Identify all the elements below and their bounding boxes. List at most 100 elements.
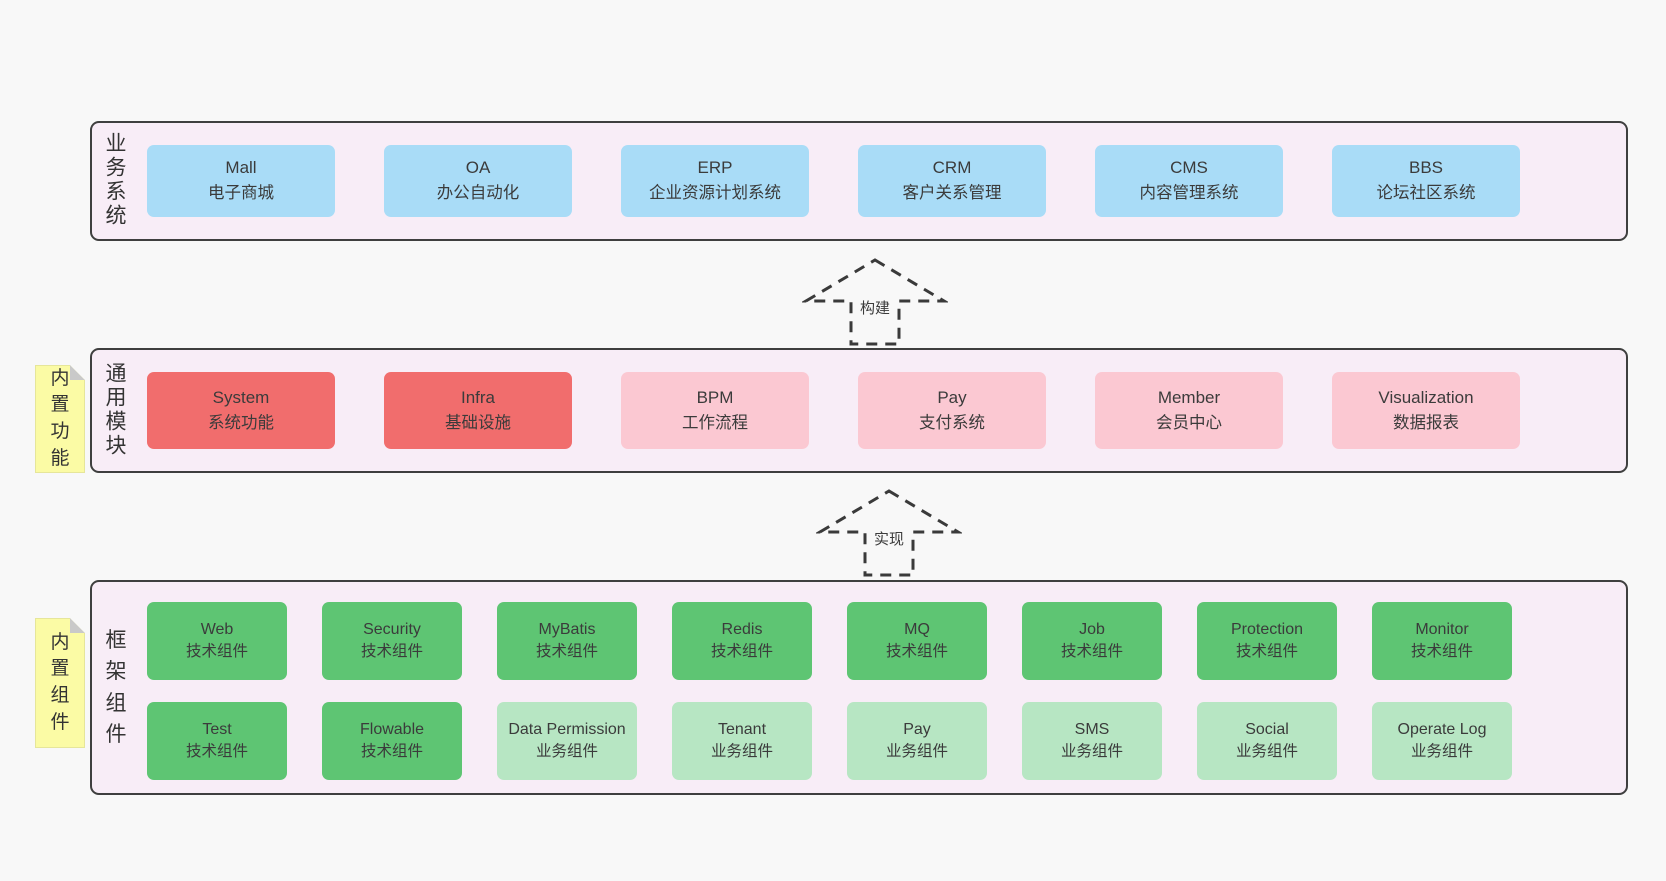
box-desc: 业务组件 <box>535 743 598 761</box>
box-visualization: Visualization 数据报表 <box>1332 372 1520 449</box>
box-desc: 技术组件 <box>360 743 423 761</box>
band-framework-components: 框架组件 Web 技术组件 Security 技术组件 MyBatis 技术组件… <box>90 580 1628 795</box>
box-desc: 基础设施 <box>445 413 511 432</box>
box-pay-component: Pay 业务组件 <box>847 702 987 780</box>
box-bpm: BPM 工作流程 <box>621 372 809 449</box>
note-corner-cut <box>70 618 85 633</box>
box-name: Redis <box>721 621 763 639</box>
box-flowable: Flowable 技术组件 <box>322 702 462 780</box>
box-erp: ERP 企业资源计划系统 <box>621 145 809 217</box>
box-desc: 客户关系管理 <box>902 184 1002 203</box>
box-name: MyBatis <box>538 621 596 639</box>
box-desc: 企业资源计划系统 <box>649 184 781 203</box>
box-desc: 办公自动化 <box>436 184 520 203</box>
box-name: Flowable <box>359 721 425 739</box>
note-corner-cut <box>70 365 85 380</box>
box-desc: 支付系统 <box>919 413 985 432</box>
box-test: Test 技术组件 <box>147 702 287 780</box>
sticky-note-built-in-components: 内置组件 <box>35 618 85 748</box>
box-web: Web 技术组件 <box>147 602 287 680</box>
box-name: BPM <box>696 387 734 407</box>
box-infra: Infra 基础设施 <box>384 372 572 449</box>
sticky-note-built-in-features: 内置功能 <box>35 365 85 473</box>
box-redis: Redis 技术组件 <box>672 602 812 680</box>
box-cms: CMS 内容管理系统 <box>1095 145 1283 217</box>
box-name: System <box>212 387 270 407</box>
box-desc: 技术组件 <box>1235 643 1298 661</box>
framework-components-rows: Web 技术组件 Security 技术组件 MyBatis 技术组件 Redi… <box>92 582 1626 780</box>
box-bbs: BBS 论坛社区系统 <box>1332 145 1520 217</box>
box-name: OA <box>465 158 491 178</box>
box-desc: 技术组件 <box>1410 643 1473 661</box>
note-text: 内置组件 <box>50 631 70 733</box>
box-desc: 业务组件 <box>885 743 948 761</box>
box-name: MQ <box>904 621 930 639</box>
box-social: Social 业务组件 <box>1197 702 1337 780</box>
box-desc: 技术组件 <box>185 743 248 761</box>
box-data-permission: Data Permission 业务组件 <box>497 702 637 780</box>
business-systems-box-row: Mall 电子商城 OA 办公自动化 ERP 企业资源计划系统 CRM 客户关系… <box>92 123 1626 239</box>
box-desc: 技术组件 <box>710 643 773 661</box>
box-desc: 技术组件 <box>360 643 423 661</box>
box-mybatis: MyBatis 技术组件 <box>497 602 637 680</box>
box-sms: SMS 业务组件 <box>1022 702 1162 780</box>
box-name: Pay <box>903 721 931 739</box>
arrow-label-build: 构建 <box>855 296 895 319</box>
dashed-up-arrow-icon <box>816 489 962 577</box>
box-name: Infra <box>460 387 496 407</box>
band-label-common-modules: 通用模块 <box>105 362 127 458</box>
box-mq: MQ 技术组件 <box>847 602 987 680</box>
box-desc: 技术组件 <box>535 643 598 661</box>
box-mall: Mall 电子商城 <box>147 145 335 217</box>
up-arrow-build: 构建 <box>802 256 948 348</box>
box-name: Monitor <box>1415 621 1469 639</box>
box-name: CMS <box>1170 158 1208 178</box>
band-business-systems: 业务系统 Mall 电子商城 OA 办公自动化 ERP 企业资源计划系统 CRM… <box>90 121 1628 241</box>
box-name: Mall <box>225 158 257 178</box>
band-common-modules: 通用模块 System 系统功能 Infra 基础设施 BPM 工作流程 Pay… <box>90 348 1628 473</box>
box-desc: 数据报表 <box>1393 413 1459 432</box>
box-desc: 系统功能 <box>208 413 274 432</box>
band-label-business-systems: 业务系统 <box>105 132 127 229</box>
box-name: Operate Log <box>1397 721 1487 739</box>
band-label-framework-components: 框架组件 <box>105 628 127 747</box>
box-name: Member <box>1157 387 1221 407</box>
box-security: Security 技术组件 <box>322 602 462 680</box>
box-name: Security <box>363 621 421 639</box>
box-desc: 内容管理系统 <box>1139 184 1239 203</box>
box-monitor: Monitor 技术组件 <box>1372 602 1512 680</box>
note-text: 内置功能 <box>50 367 70 469</box>
box-name: Social <box>1245 721 1289 739</box>
box-name: Tenant <box>717 721 767 739</box>
box-desc: 技术组件 <box>185 643 248 661</box>
box-name: Job <box>1079 621 1105 639</box>
box-member: Member 会员中心 <box>1095 372 1283 449</box>
box-desc: 会员中心 <box>1156 413 1222 432</box>
tech-components-row: Web 技术组件 Security 技术组件 MyBatis 技术组件 Redi… <box>92 602 1626 680</box>
biz-components-row: Test 技术组件 Flowable 技术组件 Data Permission … <box>92 702 1626 780</box>
box-tenant: Tenant 业务组件 <box>672 702 812 780</box>
box-desc: 业务组件 <box>1410 743 1473 761</box>
box-name: Data Permission <box>508 721 626 739</box>
box-protection: Protection 技术组件 <box>1197 602 1337 680</box>
box-pay-module: Pay 支付系统 <box>858 372 1046 449</box>
box-name: Pay <box>937 387 967 407</box>
box-desc: 技术组件 <box>885 643 948 661</box>
box-desc: 业务组件 <box>1060 743 1123 761</box>
box-desc: 电子商城 <box>208 184 274 203</box>
box-desc: 业务组件 <box>1235 743 1298 761</box>
box-desc: 论坛社区系统 <box>1376 184 1476 203</box>
dashed-up-arrow-icon <box>802 258 948 346</box>
common-modules-box-row: System 系统功能 Infra 基础设施 BPM 工作流程 Pay 支付系统… <box>92 350 1626 471</box>
box-desc: 工作流程 <box>682 413 748 432</box>
up-arrow-implement: 实现 <box>816 487 962 579</box>
box-name: Test <box>202 721 232 739</box>
box-oa: OA 办公自动化 <box>384 145 572 217</box>
box-job: Job 技术组件 <box>1022 602 1162 680</box>
box-operate-log: Operate Log 业务组件 <box>1372 702 1512 780</box>
box-crm: CRM 客户关系管理 <box>858 145 1046 217</box>
box-name: Protection <box>1230 621 1304 639</box>
box-name: SMS <box>1074 721 1110 739</box>
box-name: BBS <box>1408 158 1444 178</box>
